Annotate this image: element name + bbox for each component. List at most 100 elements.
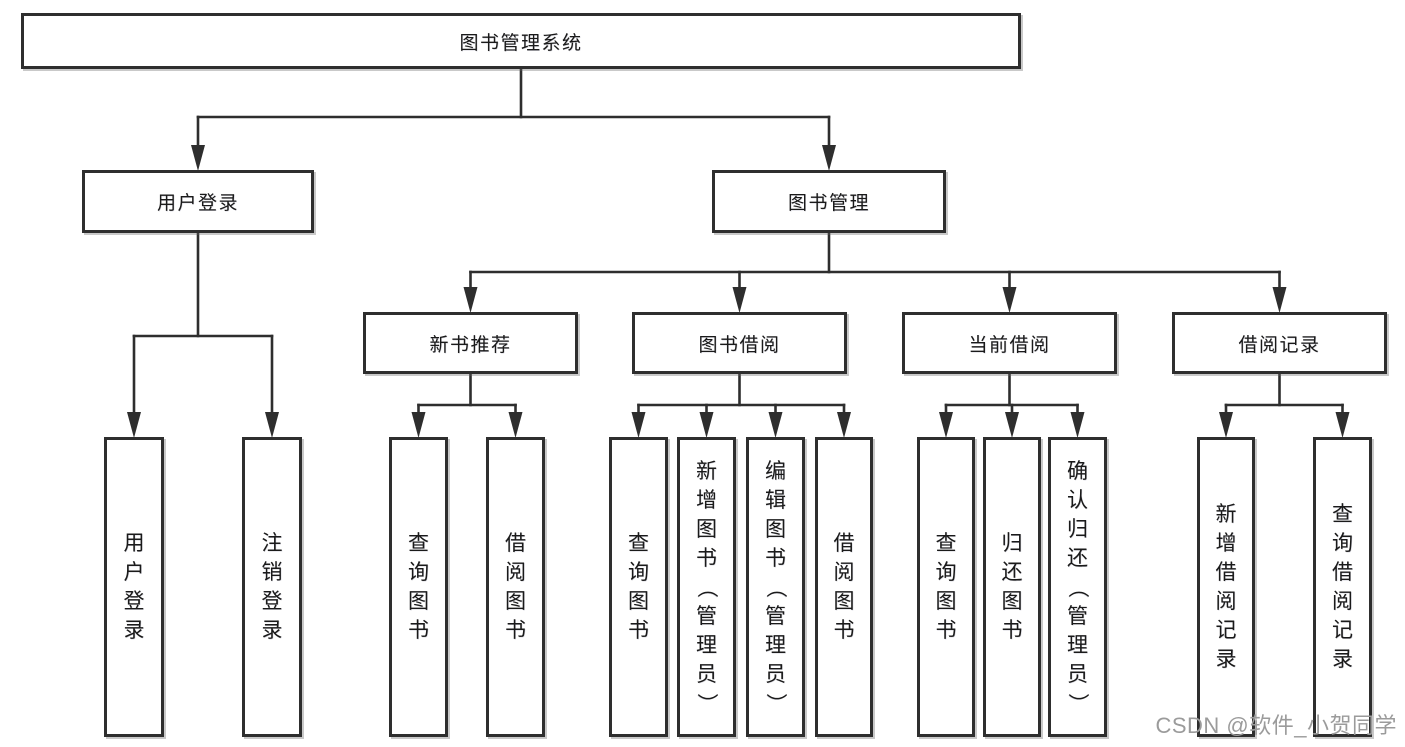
diagram-node-v-add-record: 新增借阅记录 [1197,437,1255,737]
vertical-label-char: 管 [696,604,717,628]
diagram-node-current-borrow: 当前借阅 [902,312,1117,374]
diagram-node-label: 图书管理 [787,193,870,214]
vertical-label-char: 确 [1067,459,1088,483]
vertical-label-char: 录 [123,619,145,642]
vertical-label-char: 登 [123,590,145,613]
vertical-label-char: ） [695,692,718,714]
vertical-label-char: 图 [1001,590,1023,613]
vertical-label-char: 询 [408,561,429,584]
vertical-label-char: 新 [696,459,717,483]
diagram-node-label: 用户登录 [124,533,145,641]
diagram-node-v-confirm-return: 确认归还（管理员） [1048,437,1107,737]
vertical-label-char: 记 [1215,619,1237,642]
diagram-node-book-mgmt: 图书管理 [712,170,946,233]
vertical-label-char: 归 [1001,532,1023,555]
arrowhead-icon [822,145,836,171]
vertical-label-char: 注 [261,532,283,555]
diagram-node-borrow-records: 借阅记录 [1172,312,1387,374]
diagram-node-label: 查询图书 [628,533,649,641]
arrowhead-icon [1002,287,1017,313]
arrowhead-icon [1335,412,1350,438]
vertical-label-char: 记 [1332,619,1353,642]
vertical-label-char: 理 [696,633,717,657]
diagram-node-label: 用户登录 [156,193,239,214]
vertical-label-char: 编 [765,459,786,483]
vertical-label-char: 户 [123,561,145,584]
diagram-node-v-logout: 注销登录 [242,437,302,737]
diagram-node-label: 借阅记录 [1238,334,1321,356]
arrowhead-icon [837,412,851,438]
vertical-label-char: 图 [408,590,429,613]
diagram-node-label: 确认归还（管理员） [1066,459,1089,714]
vertical-label-char: 查 [935,532,957,555]
arrowhead-icon [1272,287,1287,313]
vertical-label-char: 录 [1332,648,1353,671]
vertical-label-char: （ [1066,576,1089,598]
diagram-node-v-borrow-books-1: 借阅图书 [486,437,545,737]
vertical-label-char: 询 [1332,532,1353,555]
arrowhead-icon [732,287,747,313]
arrowhead-icon [631,412,646,438]
vertical-label-char: 借 [1332,561,1353,584]
diagram-node-v-user-login: 用户登录 [104,437,164,737]
diagram-node-label: 新增借阅记录 [1216,504,1237,670]
vertical-label-char: ） [764,692,787,714]
vertical-label-char: 书 [1001,619,1023,642]
diagram-node-label: 图书管理系统 [459,32,583,54]
vertical-label-char: 图 [765,517,786,541]
vertical-label-char: 销 [261,561,283,584]
arrowhead-icon [191,145,205,171]
vertical-label-char: 新 [1215,503,1237,526]
diagram-node-user-login: 用户登录 [82,170,314,233]
vertical-label-char: 用 [123,532,145,555]
vertical-label-char: 图 [505,590,526,613]
diagram-node-v-query-record: 查询借阅记录 [1313,437,1372,737]
vertical-label-char: （ [764,576,787,598]
diagram-node-label: 注销登录 [262,533,283,641]
arrowhead-icon [508,412,523,438]
vertical-label-char: 辑 [765,488,786,512]
vertical-label-char: 借 [1215,561,1237,584]
arrowhead-icon [939,412,953,438]
diagram-node-book-borrow: 图书借阅 [632,312,847,374]
vertical-label-char: 阅 [505,561,526,584]
vertical-label-char: （ [695,576,718,598]
vertical-label-char: 录 [1215,648,1237,671]
vertical-label-char: 书 [408,619,429,642]
diagram-node-new-books: 新书推荐 [363,312,578,374]
vertical-label-char: 管 [765,604,786,628]
vertical-label-char: 阅 [833,561,855,584]
diagram-node-label: 借阅图书 [505,533,526,641]
arrowhead-icon [411,412,426,438]
vertical-label-char: 管 [1067,604,1088,628]
vertical-label-char: 书 [505,619,526,642]
arrowhead-icon [265,412,279,438]
diagram-node-root: 图书管理系统 [21,13,1021,69]
diagram-node-label: 编辑图书（管理员） [764,459,787,714]
vertical-label-char: 询 [628,561,649,584]
vertical-label-char: 查 [408,532,429,555]
vertical-label-char: 员 [696,662,717,686]
diagram-node-label: 当前借阅 [968,334,1051,356]
vertical-label-char: 员 [1067,662,1088,686]
vertical-label-char: 借 [505,532,526,555]
diagram-node-label: 新书推荐 [429,334,512,356]
vertical-label-char: 员 [765,662,786,686]
vertical-label-char: 登 [261,590,283,613]
arrowhead-icon [1005,412,1019,438]
vertical-label-char: 录 [261,619,283,642]
vertical-label-char: 认 [1067,488,1088,512]
vertical-label-char: 增 [1215,532,1237,555]
vertical-label-char: 书 [628,619,649,642]
diagram-node-v-query-books-2: 查询图书 [609,437,668,737]
vertical-label-char: ） [1066,692,1089,714]
vertical-label-char: 书 [935,619,957,642]
vertical-label-char: 阅 [1332,590,1353,613]
diagram-node-label: 查询图书 [936,533,957,641]
vertical-label-char: 书 [696,546,717,570]
vertical-label-char: 还 [1067,546,1088,570]
arrowhead-icon [1219,412,1233,438]
vertical-label-char: 理 [765,633,786,657]
vertical-label-char: 归 [1067,517,1088,541]
